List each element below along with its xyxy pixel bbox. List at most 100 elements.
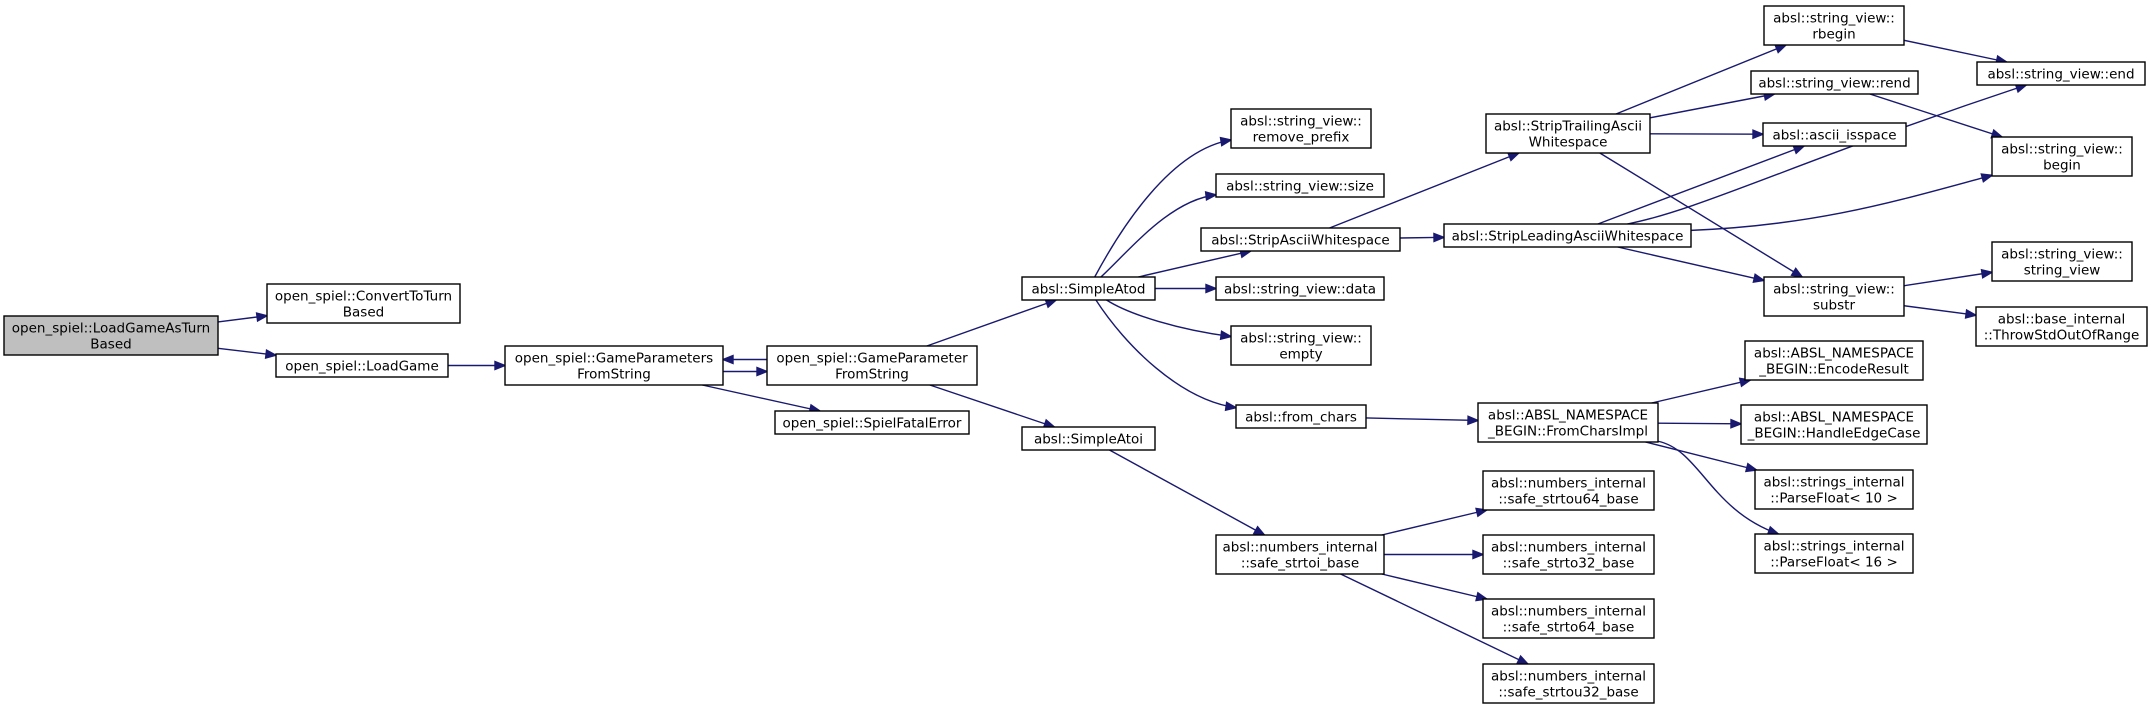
node-label-line: absl::string_view:: [1240, 331, 1362, 347]
node-safe-strtoi-base[interactable]: absl::numbers_internal::safe_strtoi_base [1215, 534, 1385, 575]
edge-load-game-as-turn-based-to-load-game [217, 347, 278, 359]
node-label-line: absl::StripTrailingAscii [1494, 119, 1642, 135]
node-box [1482, 534, 1655, 575]
node-parse-float-10[interactable]: absl::strings_internal::ParseFloat< 10 > [1754, 469, 1914, 510]
node-size[interactable]: absl::string_view::size [1215, 173, 1385, 198]
edge-line [702, 384, 821, 412]
node-box [1477, 402, 1659, 443]
node-spiel-fatal-error[interactable]: open_spiel::SpielFatalError [774, 410, 970, 435]
node-rbegin[interactable]: absl::string_view::rbegin [1763, 5, 1905, 46]
node-data[interactable]: absl::string_view::data [1215, 276, 1385, 301]
edge-simple-atoi-to-safe-strtoi-base [1109, 449, 1267, 536]
edge-strip-leading-ascii-whitespace-to-end [1627, 83, 2029, 225]
node-box [1021, 426, 1156, 451]
edge-safe-strtoi-base-to-safe-strto32-base [1384, 549, 1485, 560]
node-label-line: _BEGIN::FromCharsImpl [1487, 424, 1648, 440]
node-begin[interactable]: absl::string_view::begin [1991, 136, 2133, 177]
node-label-line: absl::numbers_internal [1491, 669, 1646, 685]
node-label-line: absl::string_view:: [1240, 114, 1362, 130]
node-ascii-isspace[interactable]: absl::ascii_isspace [1762, 122, 1907, 147]
edge-line [1365, 417, 1479, 422]
node-label-line: absl::string_view::end [1987, 67, 2134, 83]
node-parse-float-16[interactable]: absl::strings_internal::ParseFloat< 16 > [1754, 533, 1914, 574]
node-box [1215, 534, 1385, 575]
edge-strip-trailing-ascii-whitespace-to-ascii-isspace [1649, 129, 1765, 140]
node-label-line: absl::numbers_internal [1491, 604, 1646, 620]
node-label-line: absl::StripLeadingAsciiWhitespace [1452, 229, 1684, 245]
node-label-line: begin [2043, 158, 2081, 174]
node-box [1215, 173, 1385, 198]
node-label-line: absl::SimpleAtod [1032, 282, 1146, 298]
node-strip-ascii-whitespace[interactable]: absl::StripAsciiWhitespace [1200, 227, 1401, 252]
node-throw-std-out-of-range[interactable]: absl::base_internal::ThrowStdOutOfRange [1975, 306, 2148, 347]
edge-arrowhead [1224, 401, 1238, 412]
node-label-line: FromString [835, 367, 909, 383]
node-simple-atod[interactable]: absl::SimpleAtod [1021, 276, 1156, 301]
edge-game-parameters-from-string-to-game-parameter-from-string [723, 366, 769, 377]
edge-from-chars-impl-to-parse-float-10 [1645, 441, 1759, 473]
edge-line [1903, 305, 1977, 316]
node-label-line: absl::numbers_internal [1491, 540, 1646, 556]
node-rend[interactable]: absl::string_view::rend [1750, 70, 1919, 95]
node-label-line: substr [1813, 298, 1855, 314]
node-label-line: open_spiel::ConvertToTurn [275, 289, 452, 305]
node-label-line: absl::ABSL_NAMESPACE [1488, 408, 1648, 424]
node-box [1754, 533, 1914, 574]
node-handle-edge-case[interactable]: absl::ABSL_NAMESPACE_BEGIN::HandleEdgeCa… [1740, 404, 1928, 445]
node-safe-strtou32-base[interactable]: absl::numbers_internal::safe_strtou32_ba… [1482, 663, 1655, 704]
node-safe-strto32-base[interactable]: absl::numbers_internal::safe_strto32_bas… [1482, 534, 1655, 575]
edge-line [1138, 250, 1251, 278]
edge-arrowhead [1506, 152, 1521, 162]
node-strip-leading-ascii-whitespace[interactable]: absl::StripLeadingAsciiWhitespace [1443, 223, 1692, 248]
edge-arrowhead [721, 354, 734, 365]
node-box [1482, 598, 1655, 639]
edge-line [1690, 174, 1993, 232]
node-label-line: Whitespace [1529, 135, 1608, 151]
node-empty[interactable]: absl::string_view::empty [1230, 325, 1372, 366]
node-box [1200, 227, 1401, 252]
node-remove-prefix[interactable]: absl::string_view::remove_prefix [1230, 108, 1372, 149]
node-from-chars-impl[interactable]: absl::ABSL_NAMESPACE_BEGIN::FromCharsImp… [1477, 402, 1659, 443]
edge-arrowhead [1467, 415, 1480, 426]
edge-arrowhead [1980, 173, 1994, 183]
node-from-chars[interactable]: absl::from_chars [1235, 404, 1367, 429]
node-label-line: absl::strings_internal [1763, 539, 1904, 555]
node-substr[interactable]: absl::string_view::substr [1763, 276, 1905, 317]
edge-strip-leading-ascii-whitespace-to-substr [1617, 246, 1766, 283]
node-string-view[interactable]: absl::string_view::string_view [1991, 241, 2133, 282]
node-encode-result[interactable]: absl::ABSL_NAMESPACE_BEGIN::EncodeResult [1744, 340, 1924, 381]
node-label-line: ::safe_strtoi_base [1241, 556, 1359, 572]
edge-arrowhead [1774, 44, 1788, 54]
node-safe-strtou64-base[interactable]: absl::numbers_internal::safe_strtou64_ba… [1482, 470, 1655, 511]
edge-arrowhead [1516, 654, 1530, 665]
edge-arrowhead [1433, 232, 1446, 243]
edge-arrowhead [1204, 191, 1218, 202]
node-label-line: ::safe_strto64_base [1503, 620, 1635, 636]
node-label-line: absl::numbers_internal [1491, 476, 1646, 492]
node-label-line: Based [90, 337, 131, 353]
node-safe-strto64-base[interactable]: absl::numbers_internal::safe_strto64_bas… [1482, 598, 1655, 639]
nodes-layer: open_spiel::LoadGameAsTurnBasedopen_spie… [3, 5, 2148, 704]
node-box [774, 410, 970, 435]
edge-arrowhead [494, 360, 507, 371]
node-end[interactable]: absl::string_view::end [1976, 61, 2146, 86]
edge-substr-to-string-view [1903, 268, 1994, 287]
edge-line [1651, 379, 1751, 404]
node-box [1443, 223, 1692, 248]
edge-line [1106, 299, 1232, 338]
node-label-line: ::ParseFloat< 16 > [1770, 555, 1898, 571]
node-label-line: absl::ABSL_NAMESPACE [1754, 346, 1914, 362]
edge-strip-leading-ascii-whitespace-to-ascii-isspace [1597, 145, 1806, 225]
node-box [1482, 470, 1655, 511]
edge-game-parameter-from-string-to-simple-atod [926, 298, 1058, 347]
node-label-line: absl::string_view:: [2001, 247, 2123, 263]
edge-arrowhead [1980, 268, 1994, 279]
node-load-game[interactable]: open_spiel::LoadGame [275, 353, 449, 378]
node-simple-atoi[interactable]: absl::SimpleAtoi [1021, 426, 1156, 451]
node-box [1762, 122, 1907, 147]
